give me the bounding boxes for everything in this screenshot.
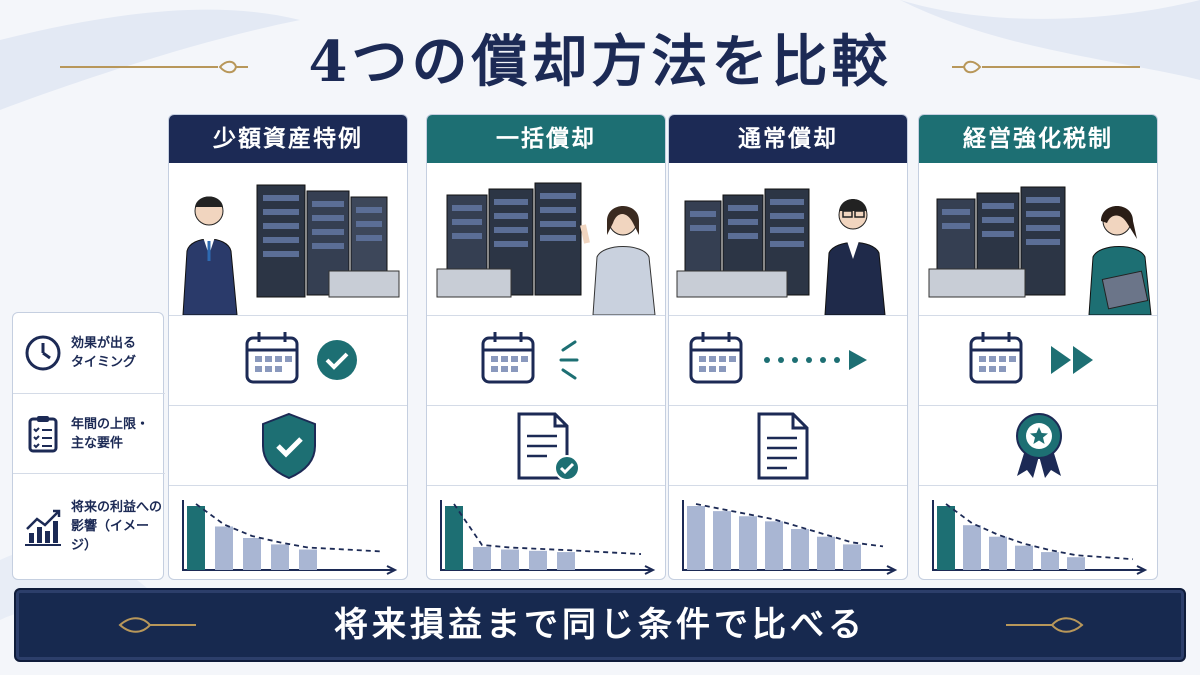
row-label-timing-text: 効果が出る タイミング: [71, 336, 137, 370]
column-heading: 一括償却: [427, 115, 665, 163]
impact-cell: [919, 485, 1157, 579]
bottom-banner: 将来損益まで同じ条件で比べる: [14, 588, 1186, 662]
row-label-panel: 効果が出る タイミング 年間の上限・ 主な要件 将来の利益への 影響（イメージ）: [12, 312, 165, 580]
banner-left-ornament: [118, 617, 196, 633]
row-label-impact-text: 将来の利益への 影響（イメージ）: [71, 500, 163, 553]
server-rack-person-illustration: [436, 182, 656, 315]
impact-bar: [271, 544, 289, 570]
row-label-requirements-text: 年間の上限・ 主な要件: [71, 416, 150, 451]
timing-cell-art: [689, 332, 867, 384]
checklist-clipboard-icon: [28, 415, 58, 452]
column-management-tax: 経営強化税制: [918, 114, 1158, 580]
timing-cell-art: [481, 332, 579, 384]
burst-lines-icon: [559, 340, 579, 380]
checkmark-circle-icon: [317, 340, 357, 380]
server-rack-person-illustration: [182, 184, 400, 315]
impact-cell: [669, 485, 907, 579]
banner-right-ornament: [1006, 617, 1084, 633]
chart-axis-arrow: [1136, 565, 1148, 575]
impact-bar: [299, 549, 317, 570]
timing-cell-art: [245, 332, 357, 384]
impact-trend-line: [453, 503, 642, 555]
impact-bar: [963, 525, 981, 570]
calendar-icon: [969, 332, 1023, 384]
impact-bar: [739, 516, 757, 570]
shield-check-icon: [262, 412, 316, 480]
banner-message: 将来損益まで同じ条件で比べる: [334, 605, 866, 645]
document-icon: [757, 412, 809, 480]
impact-bar: [843, 544, 861, 570]
impact-bar: [215, 526, 233, 570]
impact-bar: [713, 511, 731, 570]
impact-chart: [682, 500, 898, 575]
requirement-cell: [919, 405, 1157, 485]
calendar-icon: [689, 332, 743, 384]
timing-cell: [169, 315, 407, 405]
award-badge-icon: [1016, 413, 1062, 478]
impact-chart: [182, 500, 398, 575]
requirement-cell: [669, 405, 907, 485]
growth-chart-icon: [25, 509, 61, 546]
impact-cell: [427, 485, 665, 579]
title-area: 4つの償却方法を比較: [0, 22, 1200, 102]
chart-axes: [182, 500, 393, 571]
timing-cell: [919, 315, 1157, 405]
document-check-icon: [517, 412, 580, 481]
impact-cell: [169, 485, 407, 579]
calendar-icon: [481, 332, 535, 384]
requirement-cell: [169, 405, 407, 485]
impact-bar: [473, 546, 491, 570]
row-label-timing: 効果が出る タイミング: [13, 313, 165, 393]
timing-cell-art: [969, 332, 1093, 384]
impact-bar: [937, 506, 955, 570]
server-rack-person-illustration: [676, 188, 886, 315]
column-heading: 通常償却: [669, 115, 907, 163]
fast-forward-icon: [1051, 346, 1093, 374]
impact-bar: [445, 506, 463, 570]
timing-cell: [427, 315, 665, 405]
column-heading: 少額資産特例: [169, 115, 407, 163]
calendar-icon: [245, 332, 299, 384]
chart-axes: [440, 500, 651, 571]
requirement-cell: [427, 405, 665, 485]
chart-axis-arrow: [386, 565, 398, 575]
impact-bar: [1067, 557, 1085, 570]
impact-bar: [817, 536, 835, 570]
row-label-impact: 将来の利益への 影響（イメージ）: [13, 473, 165, 579]
column-lump-sum: 一括償却: [426, 114, 666, 580]
impact-trend-line: [195, 503, 384, 553]
column-heading: 経営強化税制: [919, 115, 1157, 163]
impact-bar: [501, 549, 519, 570]
chart-axis-arrow: [886, 565, 898, 575]
impact-bar: [765, 521, 783, 570]
impact-trend-line: [695, 503, 884, 548]
column-small-asset: 少額資産特例: [168, 114, 408, 580]
page-title: 4つの償却方法を比較: [308, 29, 892, 95]
clock-icon: [25, 335, 61, 371]
impact-bar: [687, 506, 705, 570]
impact-bar: [1015, 545, 1033, 570]
impact-bar: [989, 536, 1007, 570]
chart-axis-arrow: [644, 565, 656, 575]
server-rack-person-illustration: [928, 186, 1152, 315]
impact-bar: [1041, 552, 1059, 570]
impact-bar: [529, 550, 547, 570]
column-normal: 通常償却: [668, 114, 908, 580]
impact-bar: [791, 529, 809, 570]
timing-cell: [669, 315, 907, 405]
title-right-ornament: [952, 60, 1140, 74]
impact-bar: [187, 506, 205, 570]
impact-chart: [932, 500, 1148, 575]
dotted-arrow-icon: [764, 350, 867, 370]
impact-bar: [243, 538, 261, 570]
title-left-ornament: [60, 60, 248, 74]
impact-chart: [440, 500, 656, 575]
row-label-requirements: 年間の上限・ 主な要件: [13, 393, 165, 473]
impact-bar: [557, 552, 575, 570]
